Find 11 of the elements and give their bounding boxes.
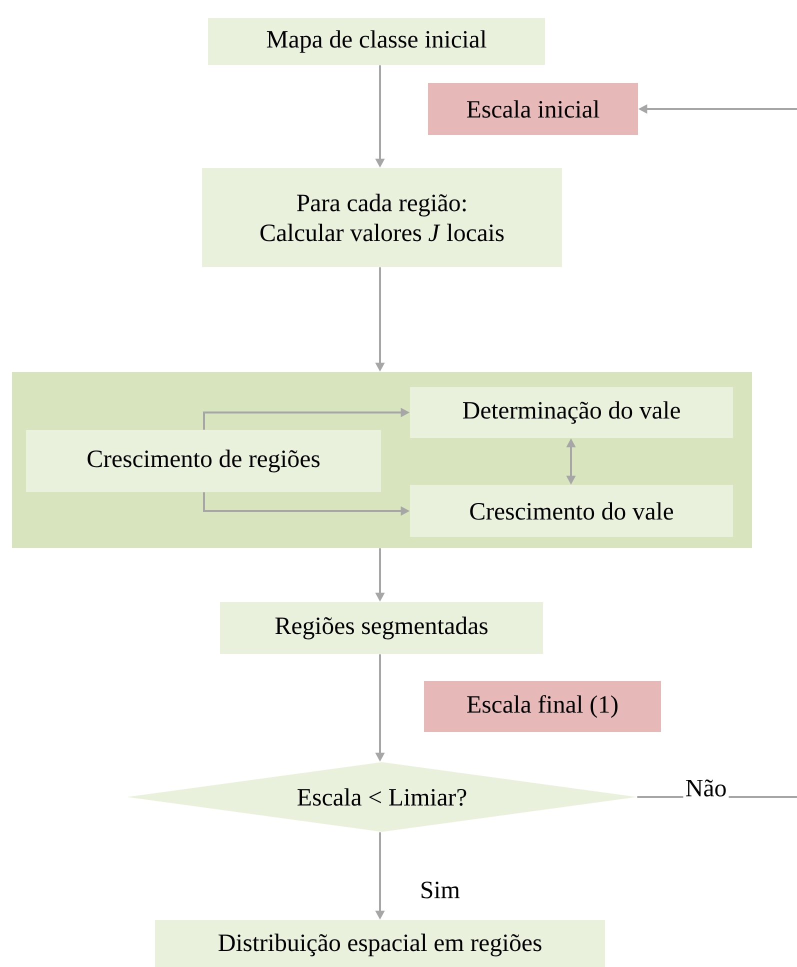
process-box: Regiões segmentadas (220, 602, 543, 654)
process-box: Para cada região: Calcular valores J locais (202, 168, 562, 267)
edge-label: Não (683, 778, 729, 799)
process-box: Mapa de classe inicial (208, 18, 545, 65)
edge-label: Sim (418, 880, 462, 900)
process-box: Distribuição espacial em regiões (155, 920, 605, 967)
process-box: Determinação do vale (410, 387, 733, 438)
process-box: Escala inicial (428, 83, 638, 135)
process-box: Escala final (1) (424, 681, 661, 732)
process-box: Crescimento de regiões (26, 430, 381, 492)
process-box: Crescimento do vale (410, 485, 733, 537)
